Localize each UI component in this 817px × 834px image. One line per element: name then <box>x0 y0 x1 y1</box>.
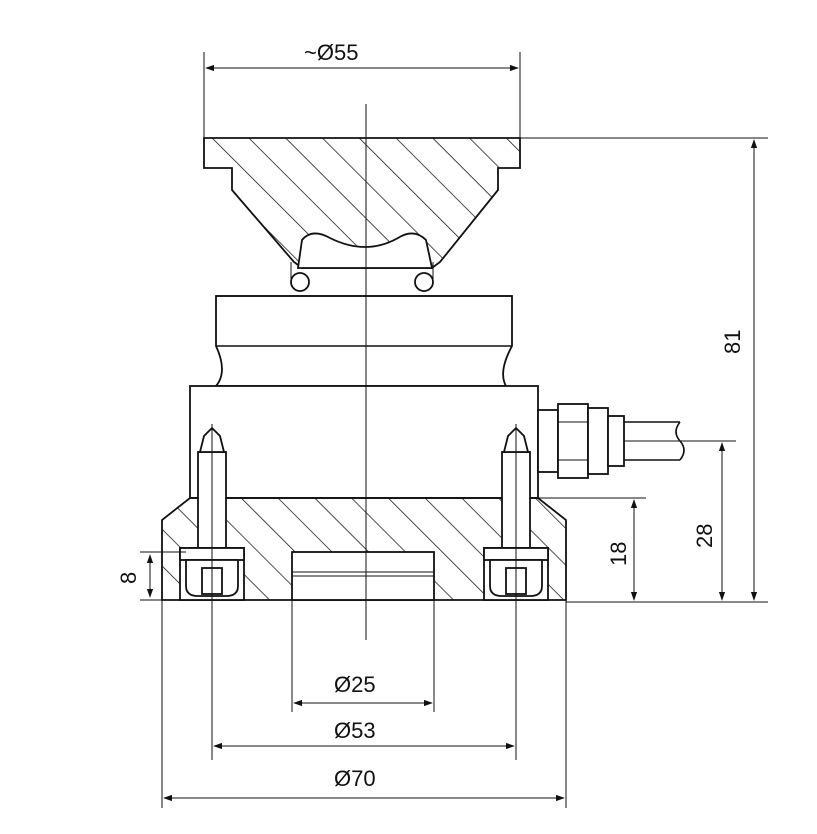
dim-top-diameter: ~Ø55 <box>203 40 521 138</box>
load-cell-upper <box>214 295 513 387</box>
dim-cable-height: 28 <box>624 440 736 601</box>
dim-bolt-circle: Ø53 <box>213 718 515 750</box>
load-cell-lower <box>189 385 539 499</box>
dim-counterbore-depth-label: 8 <box>116 572 141 584</box>
cable-gland <box>537 403 685 479</box>
dim-bolt-circle-label: Ø53 <box>334 718 376 743</box>
dim-total-height: 81 <box>520 137 768 603</box>
dim-total-height-label: 81 <box>720 330 745 354</box>
dim-center-bore-label: Ø25 <box>334 672 376 697</box>
dim-counterbore-depth: 8 <box>116 551 186 601</box>
dim-top-diameter-label: ~Ø55 <box>304 40 358 65</box>
dim-cable-height-label: 28 <box>692 524 717 548</box>
dim-base-height: 18 <box>538 497 646 601</box>
pressure-head <box>203 137 521 269</box>
dim-base-diameter: Ø70 <box>161 600 567 808</box>
dim-center-bore: Ø25 <box>291 600 435 712</box>
dim-base-diameter-label: Ø70 <box>334 766 376 791</box>
dim-base-height-label: 18 <box>606 542 631 566</box>
ball-bearings <box>290 262 434 292</box>
